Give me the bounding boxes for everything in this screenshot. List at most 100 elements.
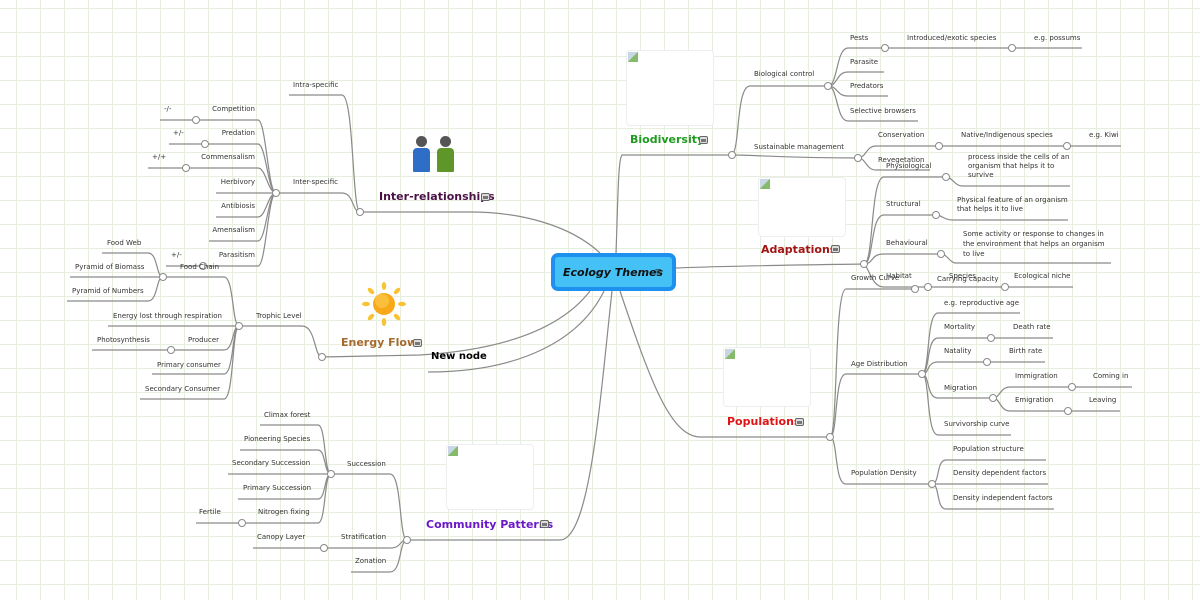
node-pyramid-biomass[interactable]: Pyramid of Biomass <box>75 263 145 271</box>
node-dot <box>911 285 919 293</box>
node-parasitism[interactable]: Parasitism <box>218 251 255 259</box>
node-dot <box>192 116 200 124</box>
node-age-distribution[interactable]: Age Distribution <box>851 360 908 368</box>
node-secondary-consumer[interactable]: Secondary Consumer <box>145 385 220 393</box>
node-predation-sign[interactable]: +/- <box>173 129 184 137</box>
node-commensalism[interactable]: Commensalism <box>201 153 255 161</box>
node-dot <box>854 154 862 162</box>
notes-icon[interactable]: ≡ <box>654 267 662 277</box>
node-kiwi[interactable]: e.g. Kiwi <box>1089 131 1119 139</box>
node-secondary-succession[interactable]: Secondary Succession <box>232 459 311 467</box>
topic-adaptations[interactable]: Adaptations <box>761 243 837 256</box>
node-fertile[interactable]: Fertile <box>199 508 221 516</box>
node-structural-description[interactable]: Physical feature of an organism that hel… <box>957 196 1068 213</box>
node-dot <box>935 142 943 150</box>
topic-new-node[interactable]: New node <box>431 351 487 362</box>
node-leaving[interactable]: Leaving <box>1089 396 1117 404</box>
node-physiological[interactable]: Physiological <box>886 162 932 170</box>
node-death-rate[interactable]: Death rate <box>1013 323 1051 331</box>
node-behavioural-description[interactable]: Some activity or response to changes in … <box>963 230 1105 258</box>
central-topic[interactable]: Ecology Themes ≡ <box>551 253 676 291</box>
node-primary-succession[interactable]: Primary Succession <box>243 484 312 492</box>
node-structural[interactable]: Structural <box>886 200 921 208</box>
node-competition[interactable]: Competition <box>212 105 255 113</box>
broken-image-icon <box>725 349 735 359</box>
topic-energy-flow[interactable]: Energy Flow <box>341 336 418 349</box>
node-dot <box>826 433 834 441</box>
node-emigration[interactable]: Emigration <box>1015 396 1054 404</box>
node-predation[interactable]: Predation <box>221 129 255 137</box>
node-pioneering-species[interactable]: Pioneering Species <box>244 435 311 443</box>
node-dot <box>881 44 889 52</box>
node-native-species[interactable]: Native/Indigenous species <box>961 131 1053 139</box>
node-intra-specific[interactable]: Intra-specific <box>293 81 339 89</box>
node-pests[interactable]: Pests <box>850 34 869 42</box>
image-icon[interactable] <box>831 245 840 253</box>
topic-biodiversity[interactable]: Biodiversity <box>630 133 705 146</box>
node-nitrogen-fixing[interactable]: Nitrogen fixing <box>258 508 310 516</box>
node-dot <box>824 82 832 90</box>
node-mortality[interactable]: Mortality <box>944 323 976 331</box>
node-antibiosis[interactable]: Antibiosis <box>221 202 255 210</box>
node-primary-consumer[interactable]: Primary consumer <box>157 361 221 369</box>
node-biological-control[interactable]: Biological control <box>754 70 815 78</box>
node-coming-in[interactable]: Coming in <box>1093 372 1129 380</box>
node-canopy-layer[interactable]: Canopy Layer <box>257 533 306 541</box>
edge-adaptations <box>675 263 865 269</box>
node-sustainable-management[interactable]: Sustainable management <box>754 143 845 151</box>
node-food-web[interactable]: Food Web <box>107 239 142 247</box>
node-migration[interactable]: Migration <box>944 384 978 392</box>
node-selective-browsers[interactable]: Selective browsers <box>850 107 916 115</box>
node-birth-rate[interactable]: Birth rate <box>1009 347 1043 355</box>
node-predators[interactable]: Predators <box>850 82 884 90</box>
node-trophic-level[interactable]: Trophic Level <box>256 312 302 320</box>
node-immigration[interactable]: Immigration <box>1015 372 1058 380</box>
edge-energy <box>321 290 591 358</box>
node-climax-forest[interactable]: Climax forest <box>264 411 311 419</box>
node-stratification[interactable]: Stratification <box>341 533 387 541</box>
node-commensalism-sign[interactable]: +/+ <box>152 153 167 161</box>
node-dot <box>1001 283 1009 291</box>
node-density-dependent[interactable]: Density dependent factors <box>953 469 1047 477</box>
node-species[interactable]: Species <box>949 272 976 280</box>
node-natality[interactable]: Natality <box>944 347 972 355</box>
node-conservation[interactable]: Conservation <box>878 131 925 139</box>
node-habitat[interactable]: Habitat <box>886 272 912 280</box>
node-growth-curve[interactable]: Growth Curve <box>851 274 900 282</box>
node-food-chain[interactable]: Food Chain <box>180 263 220 271</box>
node-introduced-species[interactable]: Introduced/exotic species <box>907 34 997 42</box>
node-succession[interactable]: Succession <box>347 460 386 468</box>
node-energy-lost-respiration[interactable]: Energy lost through respiration <box>113 312 222 320</box>
image-icon[interactable] <box>413 339 422 347</box>
node-inter-specific[interactable]: Inter-specific <box>293 178 338 186</box>
node-survivorship-curve[interactable]: Survivorship curve <box>944 420 1010 428</box>
node-possums[interactable]: e.g. possums <box>1034 34 1081 42</box>
node-ecological-niche[interactable]: Ecological niche <box>1014 272 1071 280</box>
node-zonation[interactable]: Zonation <box>355 557 387 565</box>
node-parasitism-sign[interactable]: +/- <box>171 251 182 259</box>
node-population-structure[interactable]: Population structure <box>953 445 1024 453</box>
topic-inter-relationships[interactable]: Inter-relationships <box>379 190 495 203</box>
edge-populations <box>619 290 830 438</box>
image-icon[interactable] <box>699 136 708 144</box>
topic-populations[interactable]: Populations <box>727 415 801 428</box>
node-density-independent[interactable]: Density independent factors <box>953 494 1053 502</box>
image-icon[interactable] <box>481 193 490 201</box>
node-revegetation[interactable]: Revegetation <box>878 156 925 164</box>
node-behavioural[interactable]: Behavioural <box>886 239 928 247</box>
image-icon[interactable] <box>540 520 549 528</box>
node-producer[interactable]: Producer <box>188 336 220 344</box>
image-icon[interactable] <box>795 418 804 426</box>
node-reproductive-age[interactable]: e.g. reproductive age <box>944 299 1020 307</box>
node-herbivory[interactable]: Herbivory <box>220 178 255 186</box>
node-amensalism[interactable]: Amensalism <box>212 226 255 234</box>
topic-community-patterns[interactable]: Community Patterns <box>426 518 554 531</box>
node-pyramid-numbers[interactable]: Pyramid of Numbers <box>72 287 144 295</box>
node-population-density[interactable]: Population Density <box>851 469 917 477</box>
node-competition-sign[interactable]: -/- <box>164 105 172 113</box>
node-carrying-capacity[interactable]: Carrying capacity <box>937 275 999 283</box>
node-parasite[interactable]: Parasite <box>850 58 879 66</box>
node-physiological-description[interactable]: process inside the cells of an organism … <box>968 153 1070 179</box>
node-photosynthesis[interactable]: Photosynthesis <box>97 336 150 344</box>
